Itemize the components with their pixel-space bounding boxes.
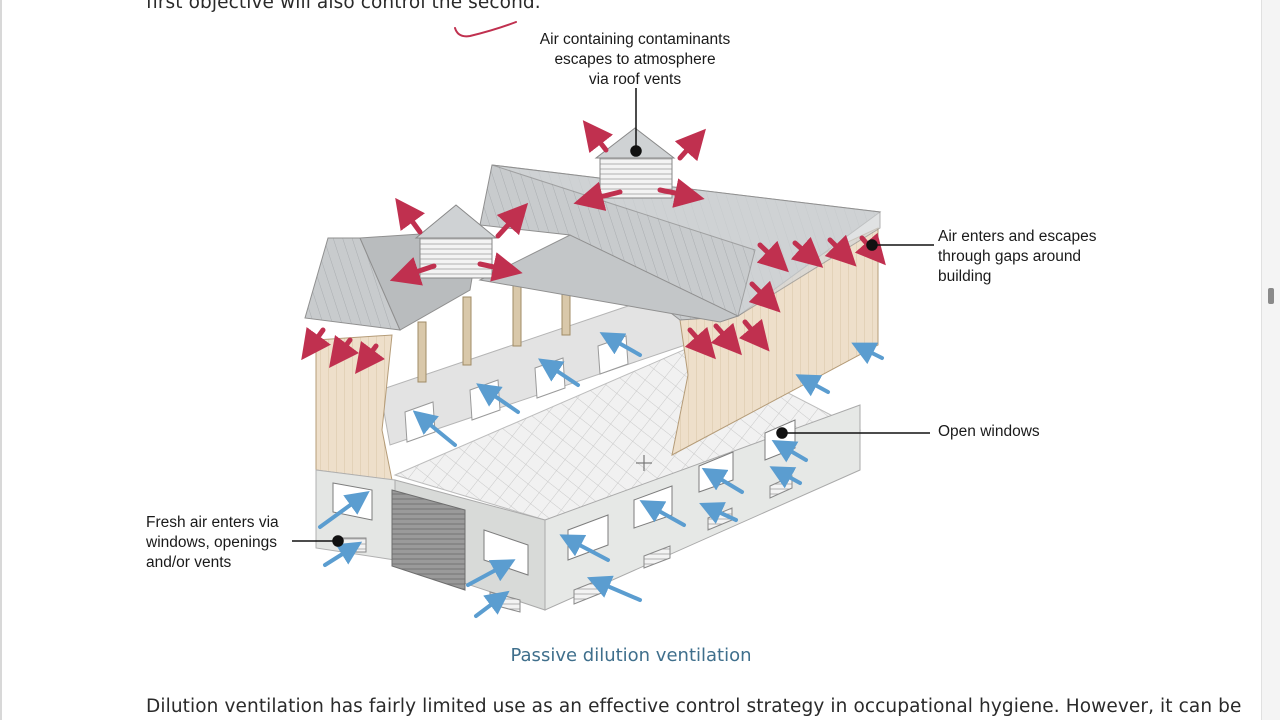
vertical-scrollbar[interactable] [1261,0,1280,720]
handwritten-tick-annotation [454,21,517,38]
callout-roof-vents: Air containing contaminants escapes to a… [535,30,735,90]
callout-fresh-air-line: windows, openings [146,534,277,551]
callout-open-windows-line: Open windows [938,423,1040,440]
callout-roof-vents-line: Air containing contaminants [539,31,731,48]
inflow-arrows [318,332,884,618]
callout-fresh-air-line: Fresh air enters via [146,514,279,531]
roller-shutter-door [391,489,466,591]
scrollbar-thumb[interactable] [1268,288,1274,304]
callout-gaps: Air enters and escapes through gaps arou… [938,227,1097,287]
paragraph-text-top: first objective will also control the se… [146,0,541,13]
figure-caption: Passive dilution ventilation [510,645,752,666]
main-roof-ridge [491,164,881,318]
lower-roof-band [478,234,740,323]
callout-roof-vents-line: escapes to atmosphere [554,51,716,68]
paragraph-text-bottom: Dilution ventilation has fairly limited … [146,696,1242,717]
callout-leaders [292,88,934,547]
callout-fresh-air-line: and/or vents [146,554,232,571]
callout-open-windows: Open windows [938,422,1040,442]
callout-gaps-line: Air enters and escapes [938,228,1097,245]
page-left-border [0,0,2,720]
roof-vent-center [594,127,676,199]
cursor-crosshair-icon [636,455,652,471]
roof-vent-left [414,204,498,279]
callout-gaps-line: through gaps around [938,248,1082,265]
left-timber-cladding [315,334,393,481]
callout-gaps-line: building [938,268,992,285]
callout-fresh-air: Fresh air enters via windows, openings a… [146,513,279,573]
callout-roof-vents-line: via roof vents [588,71,682,88]
outflow-arrows [301,120,886,374]
